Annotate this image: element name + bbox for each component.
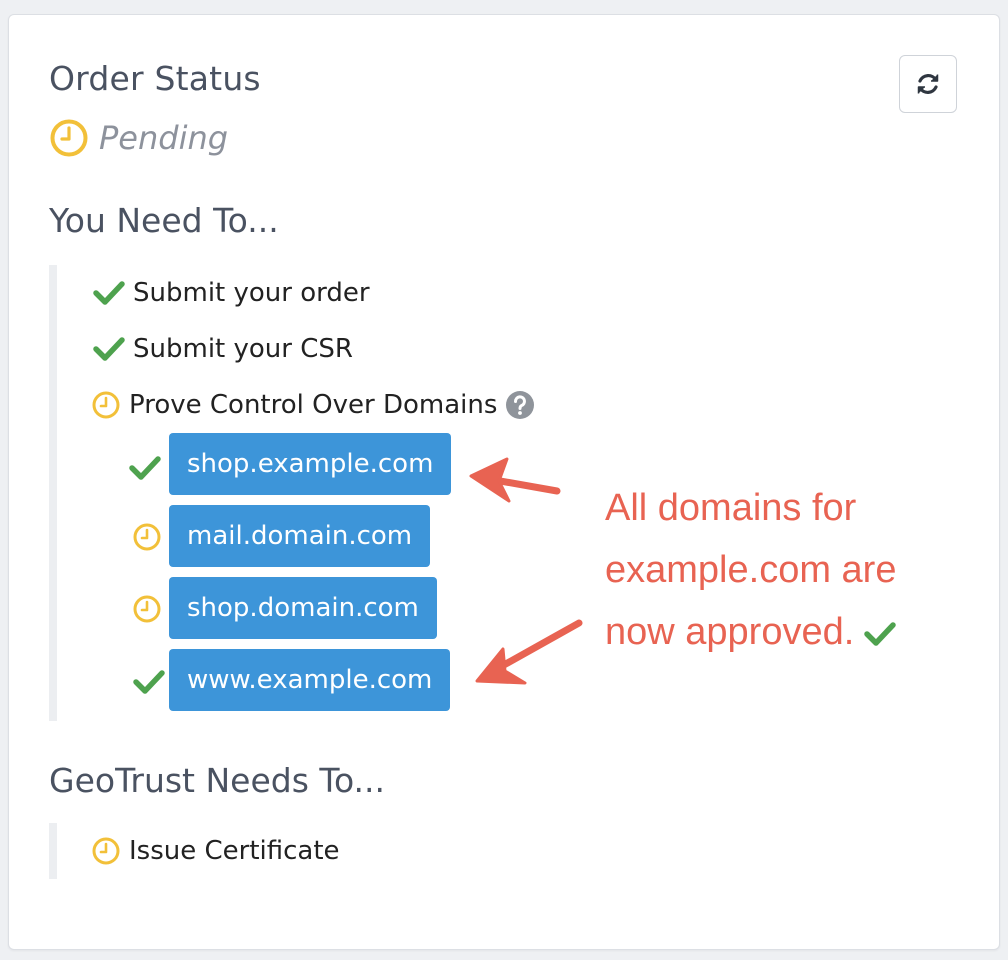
ca-needs-to-heading: GeoTrust Needs To...	[49, 761, 386, 800]
domain-www-example-com[interactable]: www.example.com	[169, 649, 451, 711]
annotation-line-last: now approved.	[605, 601, 975, 663]
order-status-row: Pending	[49, 117, 228, 159]
refresh-button[interactable]	[899, 55, 957, 113]
refresh-icon	[915, 71, 941, 97]
status-badge: Pending	[99, 119, 229, 157]
annotation-line: All domains for	[605, 487, 857, 529]
ca-steps-rail	[49, 823, 57, 879]
clock-icon	[131, 521, 163, 553]
question-circle-icon[interactable]	[505, 390, 535, 420]
check-icon	[127, 453, 163, 483]
annotation-line: example.com are	[605, 549, 897, 591]
annotation-callout: All domains for example.com are now appr…	[605, 477, 975, 663]
step-label: Issue Certificate	[129, 836, 340, 866]
domain-mail-domain-com[interactable]: mail.domain.com	[169, 505, 431, 567]
clock-icon	[91, 390, 121, 420]
clock-icon	[49, 118, 89, 158]
domain-shop-example-com[interactable]: shop.example.com	[169, 433, 452, 495]
order-status-panel: Order Status Pending You Need To...	[8, 14, 1000, 950]
steps-rail	[49, 265, 57, 721]
check-icon	[93, 280, 125, 306]
check-icon	[131, 667, 167, 697]
step-issue-certificate: Issue Certificate	[91, 833, 340, 869]
annotation-arrows	[469, 457, 583, 685]
annotation-arrow-bottom	[491, 619, 583, 674]
annotation-arrowhead-bottom	[475, 647, 527, 685]
step-label: Submit your CSR	[133, 334, 353, 364]
clock-icon	[131, 593, 163, 625]
check-icon	[864, 621, 897, 647]
clock-icon	[91, 836, 121, 866]
step-label: Prove Control Over Domains	[129, 390, 498, 420]
annotation-line-text: now approved.	[605, 611, 855, 653]
you-need-to-heading: You Need To...	[49, 201, 279, 240]
page-title: Order Status	[49, 59, 261, 98]
check-icon	[93, 336, 125, 362]
step-label: Submit your order	[133, 278, 370, 308]
step-submit-csr: Submit your CSR	[93, 331, 353, 367]
step-submit-order: Submit your order	[93, 275, 370, 311]
domain-shop-domain-com[interactable]: shop.domain.com	[169, 577, 437, 639]
annotation-arrowhead-top	[469, 457, 511, 503]
step-prove-control: Prove Control Over Domains	[91, 387, 535, 423]
